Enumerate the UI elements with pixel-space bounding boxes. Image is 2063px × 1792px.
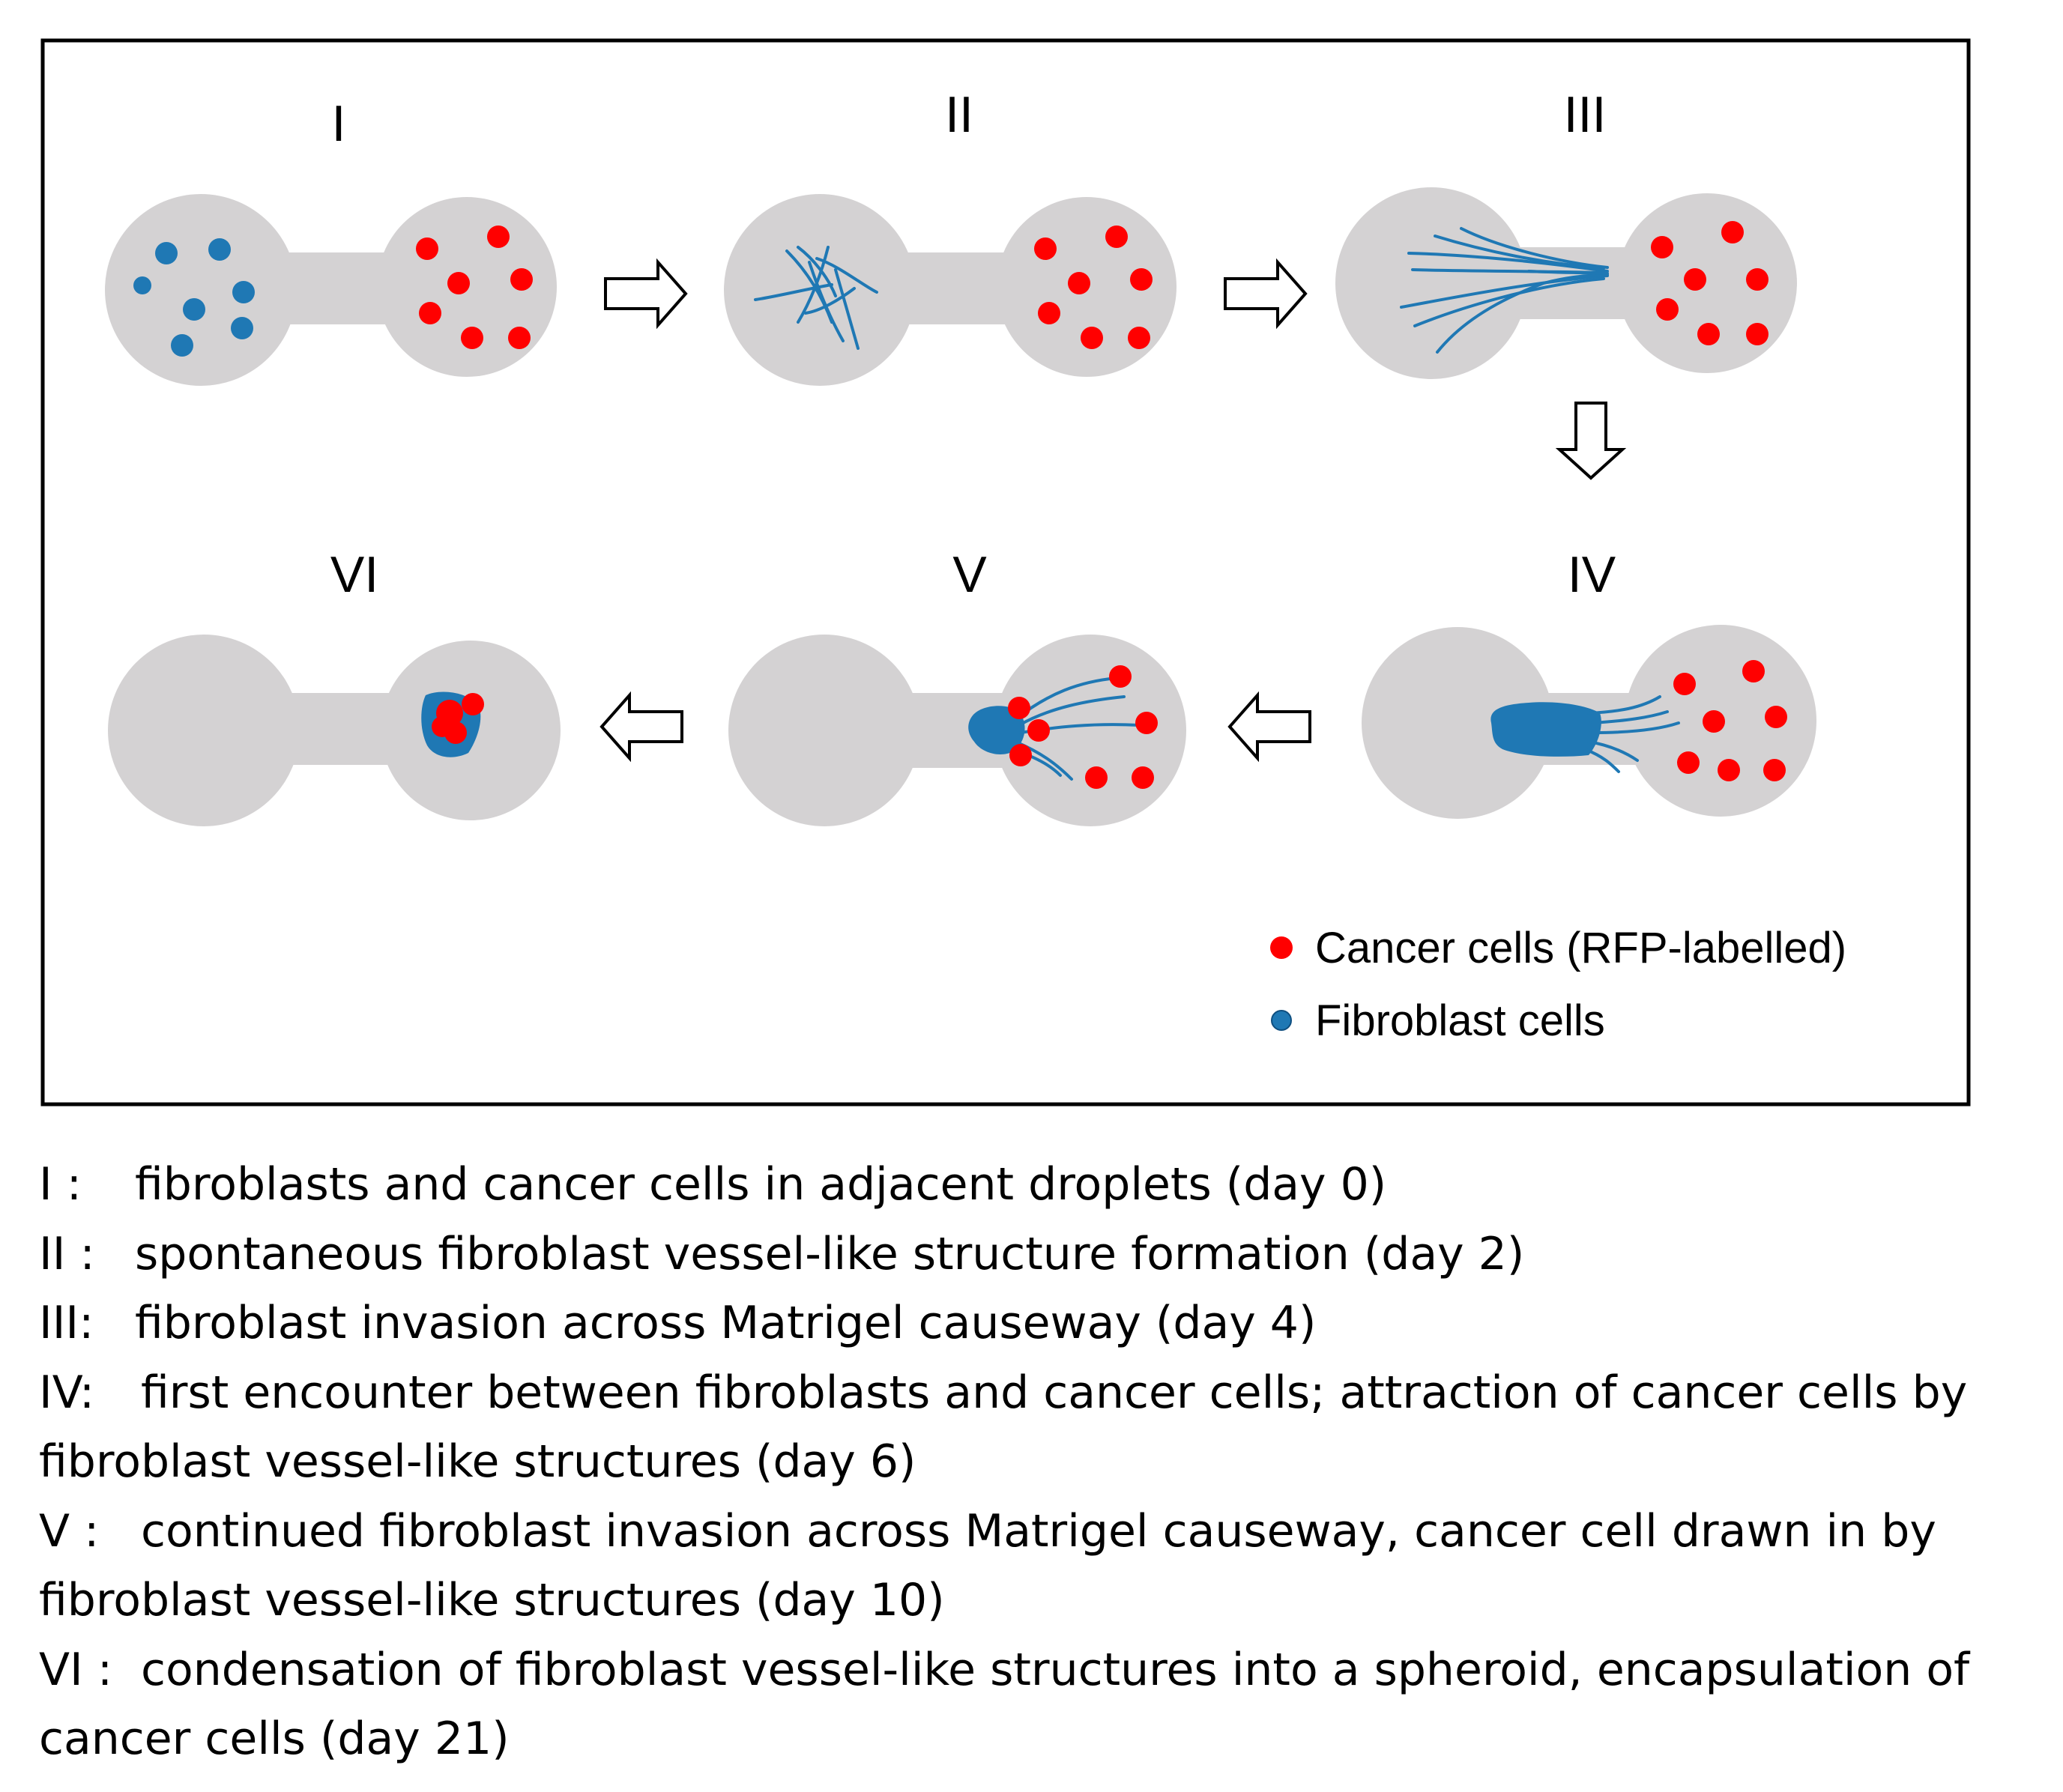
stage-5: V <box>728 546 1186 826</box>
fibroblast-mass-4 <box>1490 702 1601 757</box>
cancer-cells-1 <box>416 225 533 349</box>
fibroblast-strands-4 <box>1583 695 1680 773</box>
legend: Cancer cells (RFP-labelled) Fibroblast c… <box>1270 924 1846 1045</box>
arrow-right-1 <box>604 258 688 330</box>
legend-fibroblast-label: Fibroblast cells <box>1315 996 1605 1045</box>
caption-5-cont: fibroblast vessel-like structures (day 1… <box>39 1574 945 1626</box>
stage-3: III <box>1335 86 1797 379</box>
caption-text: fibroblast invasion across Matrigel caus… <box>135 1297 1317 1349</box>
arrow-left-5 <box>599 691 683 763</box>
caption-text: spontaneous fibroblast vessel-like struc… <box>135 1227 1525 1280</box>
caption-4: IV: first encounter between fibroblasts a… <box>39 1358 2047 1428</box>
cancer-cells-2 <box>1034 225 1153 349</box>
caption-text: condensation of fibroblast vessel-like s… <box>141 1643 1970 1696</box>
dumbbell-5 <box>728 635 1186 826</box>
arrow-down-3 <box>1555 402 1627 480</box>
caption-key: II : <box>39 1227 95 1280</box>
fibroblast-mass-5 <box>968 706 1025 754</box>
stage-label-2: II <box>945 86 973 143</box>
caption-6-cont: cancer cells (day 21) <box>39 1713 510 1765</box>
caption-3: III: fibroblast invasion across Matrigel … <box>39 1289 2047 1358</box>
legend-cancer-swatch <box>1270 936 1293 959</box>
caption-text: continued fibroblast invasion across Mat… <box>141 1504 1936 1558</box>
cancer-cells-3 <box>1651 221 1768 345</box>
stage-captions: I : fibroblasts and cancer cells in adjac… <box>39 1150 2047 1774</box>
stage-4: IV <box>1362 546 1816 819</box>
caption-2: II : spontaneous fibroblast vessel-like s… <box>39 1220 2047 1289</box>
caption-key: III: <box>39 1297 94 1349</box>
stage-label-5: V <box>952 546 987 603</box>
stage-label-1: I <box>332 95 346 152</box>
stage-6: VI <box>108 546 561 826</box>
caption-key: IV: <box>39 1366 95 1419</box>
caption-text: fibroblasts and cancer cells in adjacent… <box>135 1158 1387 1211</box>
dumbbell-2 <box>724 194 1177 386</box>
caption-key: I : <box>39 1158 82 1211</box>
cancer-cells-5 <box>1008 665 1158 789</box>
arrow-right-2 <box>1224 258 1308 330</box>
flow-arrows <box>599 258 1627 763</box>
caption-key: V : <box>39 1504 100 1558</box>
stage-label-6: VI <box>330 546 378 603</box>
caption-1: I : fibroblasts and cancer cells in adjac… <box>39 1150 2047 1220</box>
fibroblast-cells-1 <box>133 238 255 357</box>
caption-5: V : continued fibroblast invasion across … <box>39 1497 2047 1567</box>
dumbbell-6 <box>108 635 561 826</box>
stage-2: II <box>724 86 1177 386</box>
diagram: I II <box>40 38 1971 1107</box>
cancer-cells-4 <box>1673 660 1787 781</box>
caption-key: VI : <box>39 1643 113 1696</box>
fibroblast-strands-3 <box>1400 227 1609 354</box>
cancer-cells-6 <box>432 693 484 744</box>
stage-label-4: IV <box>1568 546 1616 603</box>
caption-text: first encounter between fibroblasts and … <box>141 1366 1968 1419</box>
stage-1: I <box>105 95 557 386</box>
arrow-left-4 <box>1227 691 1311 763</box>
stage-label-3: III <box>1564 86 1607 143</box>
caption-6: VI : condensation of fibroblast vessel-li… <box>39 1635 2047 1705</box>
fibroblast-network-2 <box>754 246 878 350</box>
legend-cancer-label: Cancer cells (RFP-labelled) <box>1315 924 1846 972</box>
diagram-frame <box>40 38 1971 1107</box>
legend-fibroblast-swatch <box>1271 1010 1292 1031</box>
dumbbell-1 <box>105 194 557 386</box>
caption-4-cont: fibroblast vessel-like structures (day 6… <box>39 1435 916 1488</box>
